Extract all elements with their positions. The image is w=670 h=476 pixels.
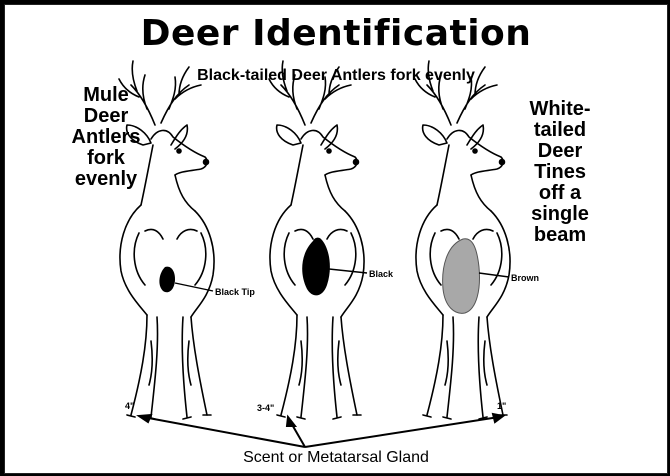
arrow-whitetail <box>305 417 499 447</box>
arrow-head <box>493 414 503 422</box>
gland-caption: Scent or Metatarsal Gland <box>5 449 667 467</box>
leader-line <box>329 269 367 273</box>
tail-label: Black <box>369 269 394 279</box>
white-tailed-deer-drawing: Brown 1" <box>415 61 539 419</box>
arrow-head <box>139 415 151 422</box>
gland-size-label: 3-4" <box>257 403 274 413</box>
mule-tail-black-tip <box>159 267 175 293</box>
leader-line <box>175 283 213 291</box>
black-tailed-deer-drawing: Black 3-4" <box>257 61 394 419</box>
blacktail-tail-black <box>302 238 330 296</box>
leader-line <box>479 273 509 277</box>
whitetail-tail-brown <box>443 239 480 314</box>
tail-label: Black Tip <box>215 287 255 297</box>
arrow-mule <box>143 417 305 447</box>
deer-diagram: Black Tip 4" Black 3-4" Brown 1" <box>5 5 667 473</box>
slide: Deer Identification Black-tailed Deer An… <box>4 4 668 474</box>
tail-label: Brown <box>511 273 539 283</box>
gland-size-label: 1" <box>497 401 506 411</box>
gland-size-label: 4" <box>125 401 134 411</box>
mule-deer-drawing: Black Tip 4" <box>119 61 255 419</box>
arrow-head <box>287 417 295 426</box>
